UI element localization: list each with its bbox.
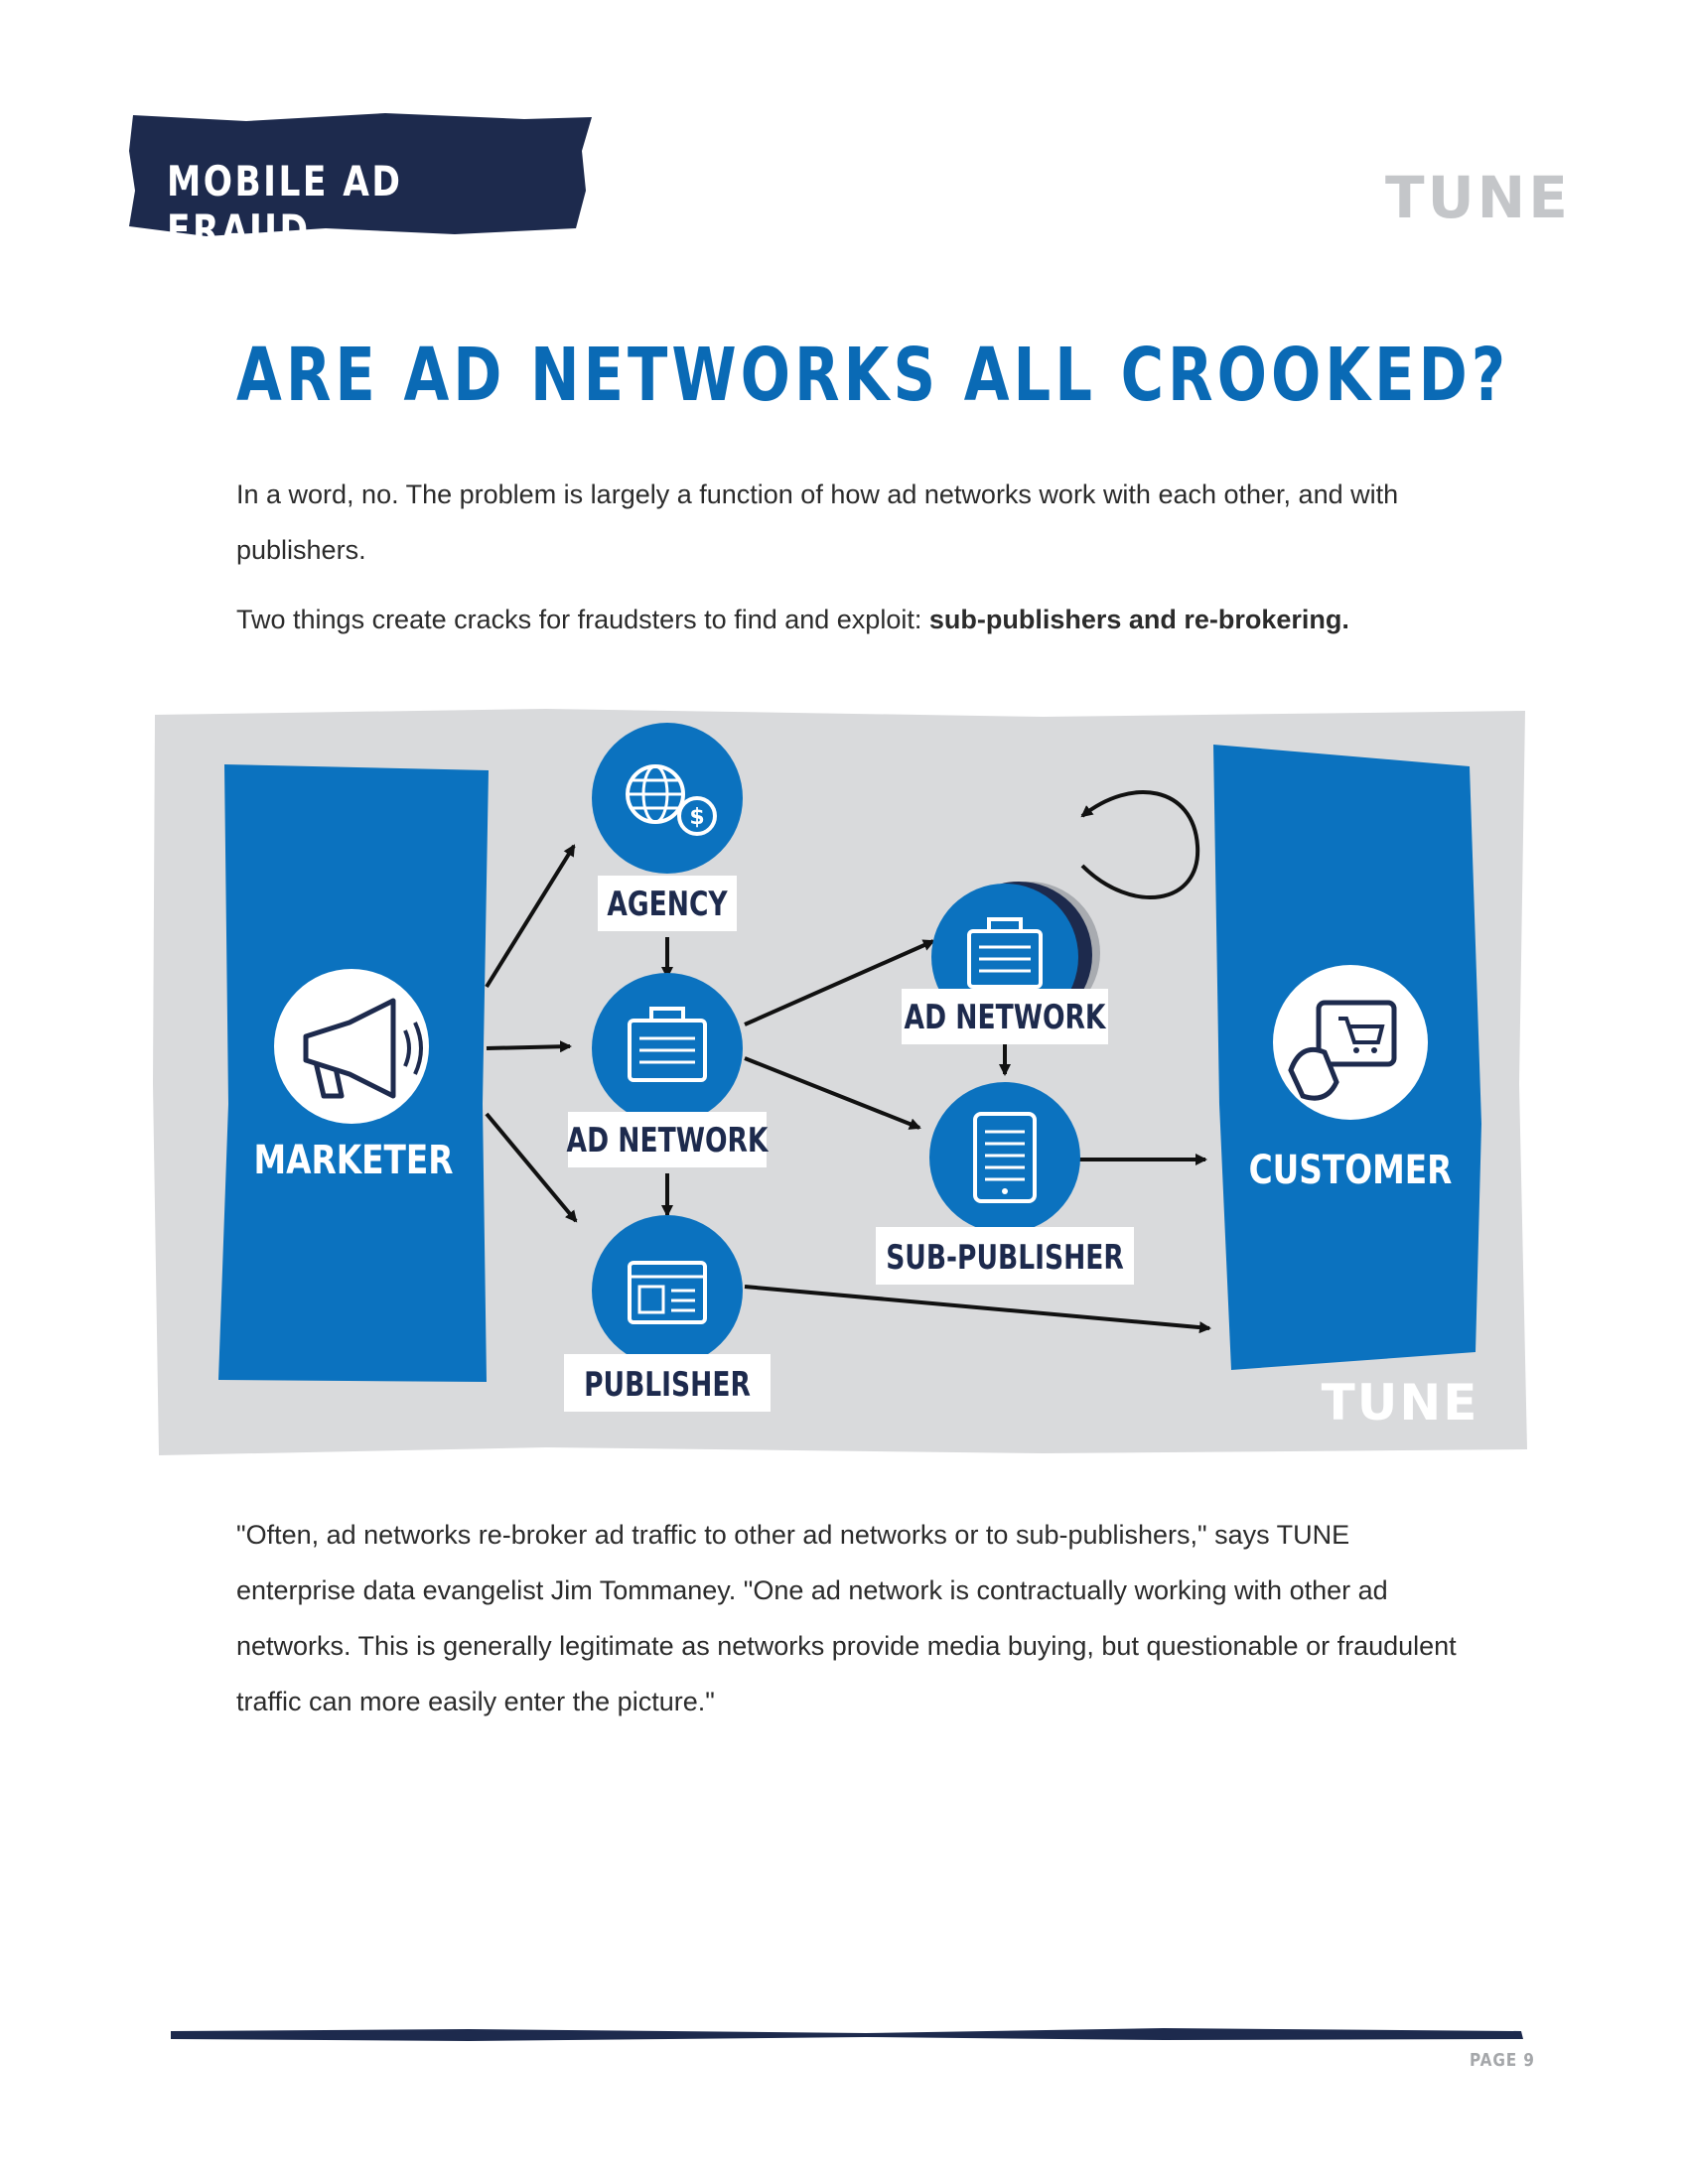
briefcase-icon: [592, 973, 743, 1124]
intro-paragraph-2: Two things create cracks for fraudsters …: [236, 592, 1458, 647]
globe-dollar-icon: $: [592, 723, 743, 874]
tablet-icon: [929, 1082, 1080, 1233]
footer-brush-rule: [171, 2028, 1523, 2041]
badge-brush-background: [129, 113, 592, 236]
svg-text:$: $: [689, 805, 704, 830]
intro-paragraph-1: In a word, no. The problem is largely a …: [236, 479, 1399, 565]
diagram-panel: [153, 709, 1527, 1455]
quote-paragraph: "Often, ad networks re-broker ad traffic…: [236, 1520, 1457, 1716]
sub-publisher-label-bg: [876, 1227, 1134, 1285]
ad-flow-diagram: MARKETER CUSTOMER: [149, 707, 1529, 1461]
shopping-cart-tablet-icon: [1273, 965, 1428, 1120]
publisher-label-bg: [564, 1354, 771, 1412]
section-label: MOBILE AD FRAUD: [167, 157, 403, 254]
ad-network-label: AD NETWORK: [567, 1122, 770, 1160]
intro-paragraph-2-lead: Two things create cracks for fraudsters …: [236, 605, 929, 634]
ad-flow-diagram-svg: MARKETER CUSTOMER: [153, 709, 1527, 1455]
arrow-marketer-to-ad-network: [486, 1040, 572, 1053]
sub-publisher-label: SUB-PUBLISHER: [886, 1239, 1124, 1278]
agency-label: AGENCY: [607, 886, 728, 924]
ad-network-2-label: AD NETWORK: [905, 999, 1107, 1037]
ad-network-2-label-bg: [902, 989, 1108, 1044]
intro-paragraph-2-emphasis: sub-publishers and re-brokering.: [928, 605, 1349, 634]
megaphone-icon: [274, 969, 429, 1124]
arrow-rebroker-loop: [1080, 790, 1200, 899]
arrow-publisher-to-customer: [744, 1285, 1211, 1334]
page-title: ARE AD NETWORKS ALL CROOKED?: [236, 333, 1510, 418]
tune-logo: TUNE: [1385, 164, 1571, 231]
marketer-label: MARKETER: [253, 1137, 453, 1183]
arrow-ad-network-to-ad-network-2: [744, 939, 935, 1026]
section-badge: MOBILE AD FRAUD: [127, 111, 596, 254]
diagram-tune-logo: TUNE: [1322, 1374, 1479, 1432]
agency-label-bg: [598, 876, 737, 931]
page-number: PAGE 9: [1470, 2050, 1535, 2071]
publisher-label: PUBLISHER: [584, 1366, 751, 1405]
browser-window-icon: [592, 1215, 743, 1366]
customer-label: CUSTOMER: [1249, 1147, 1453, 1193]
arrow-marketer-to-agency: [485, 844, 576, 989]
arrow-marketer-to-publisher: [485, 1112, 578, 1223]
ad-network-label-bg: [568, 1112, 767, 1167]
arrow-ad-network-to-sub-publisher: [744, 1056, 921, 1130]
